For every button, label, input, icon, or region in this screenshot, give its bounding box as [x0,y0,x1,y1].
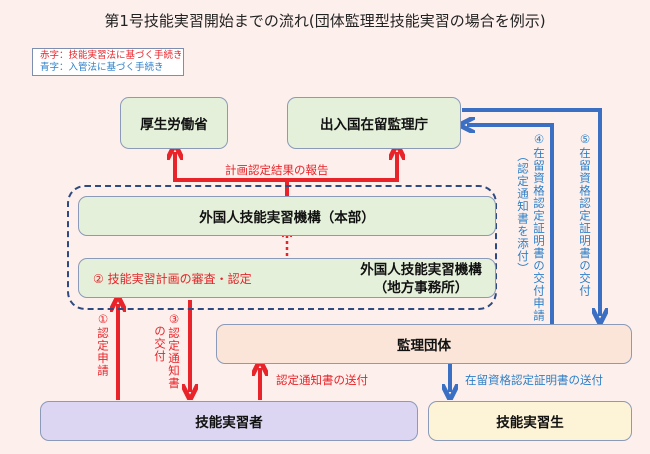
label-step4-text: 在留資格認定証明書の交付申請 [532,147,546,322]
label-step3: ③認定通知書 [167,312,181,390]
otit-group [67,185,497,310]
label-step3-a: 認定通知 [167,327,181,377]
label-step4-sub: （認定通知書を添付） [516,150,530,275]
label-step4: ④在留資格認定証明書の交付申請 [532,132,546,322]
label-send-coe: 在留資格認定証明書の送付 [465,373,603,387]
page-title: 第1号技能実習開始までの流れ(団体監理型技能実習の場合を例示) [104,12,546,30]
label-step1-text: 認定申請 [96,327,110,377]
node-supervising-org: 監理団体 [216,324,632,364]
otit-regional-line1: 外国人技能実習機構 [360,262,482,278]
step5-arrow [462,108,600,316]
label-step5-num: ⑤ [578,132,592,147]
legend-blue: 青字：入管法に基づく手続き [40,62,164,73]
label-step3-num: ③ [167,312,181,327]
node-otit-hq: 外国人技能実習機構（本部） [78,196,496,236]
label-send-notice: 認定通知書の送付 [276,373,368,387]
label-step4-num: ④ [532,132,546,147]
legend: 赤字：技能実習法に基づく手続き 青字：入管法に基づく手続き [32,48,184,76]
node-otit-regional: ② 技能実習計画の審査・認定 外国人技能実習機構 （地方事務所） [78,258,496,298]
node-trainee: 技能実習生 [428,401,632,441]
label-step5-text: 在留資格認定証明書の交付 [578,147,592,297]
legend-red: 赤字：技能実習法に基づく手続き [40,50,183,61]
step4-arrow [467,125,554,324]
label-step3-b: の交付 [153,325,167,363]
node-immigration: 出入国在留監理庁 [287,97,461,149]
label-step1-num: ① [96,312,110,327]
label-step5: ⑤在留資格認定証明書の交付 [578,132,592,297]
label-step3-c: 書 [167,377,181,390]
label-step2: ② 技能実習計画の審査・認定 [93,271,252,286]
otit-regional-line2: （地方事務所） [373,280,469,296]
label-step1: ①認定申請 [96,312,110,377]
report-arrow-line-2 [175,152,397,182]
node-mhlw: 厚生労働省 [120,97,228,149]
label-report: 計画認定結果の報告 [225,163,329,177]
node-implementer: 技能実習者 [40,401,418,441]
